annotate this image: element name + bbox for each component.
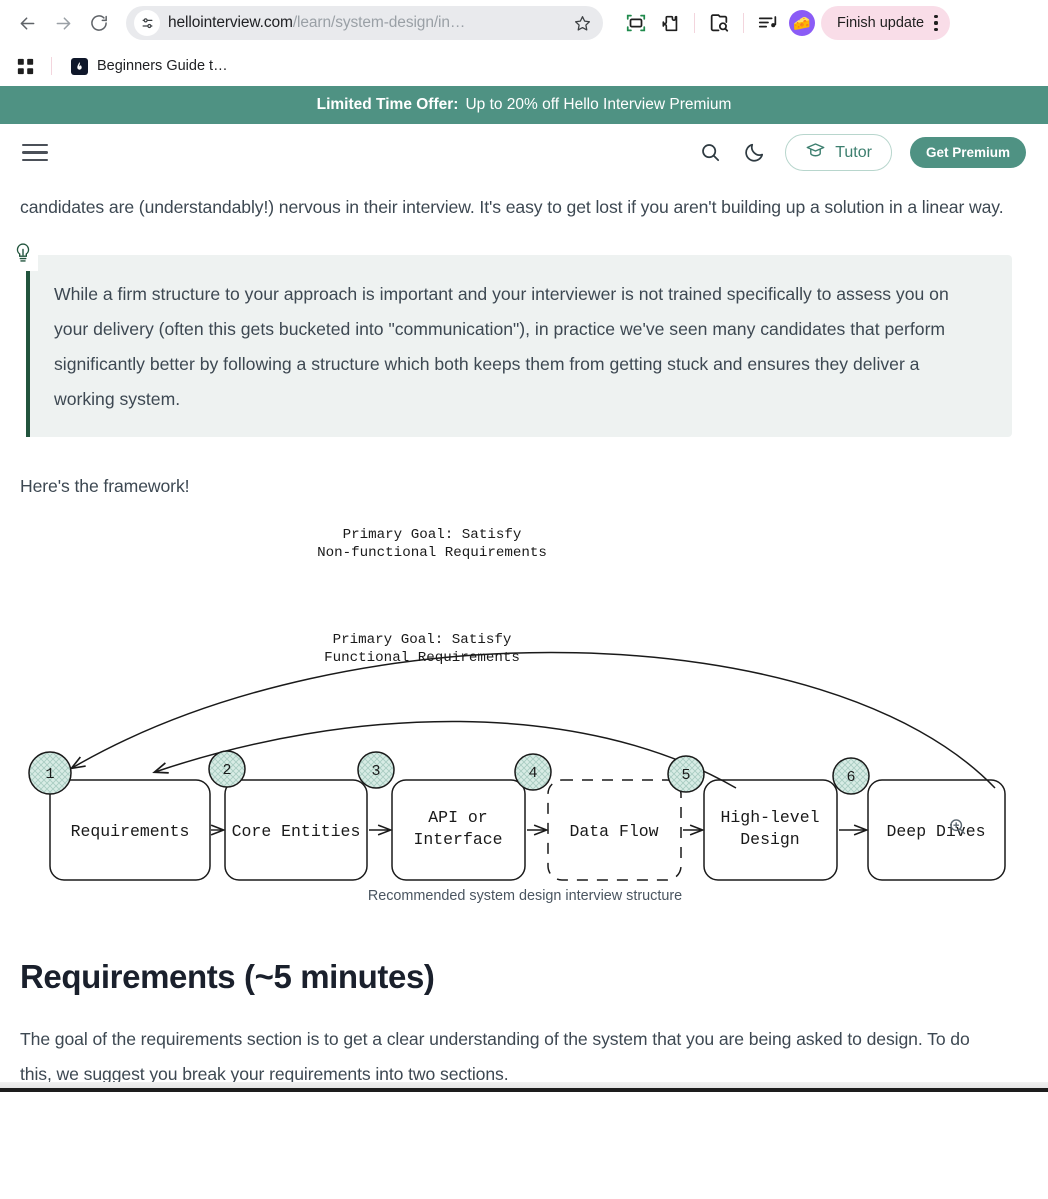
address-bar[interactable]: hellointerview.com/learn/system-design/i… (126, 6, 603, 40)
promo-label: Up to 20% off Hello Interview Premium (465, 96, 732, 113)
framework-diagram[interactable]: 1 2 3 4 5 6 Requirements Core Entities A… (20, 516, 1028, 916)
intro-paragraph: candidates are (understandably!) nervous… (20, 197, 1004, 217)
get-premium-button[interactable]: Get Premium (909, 137, 1026, 168)
tutor-button[interactable]: Tutor (785, 134, 892, 171)
window-bottom-bar (0, 1082, 1048, 1092)
profile-avatar[interactable]: 🧀 (789, 10, 815, 36)
url-path: /learn/system-design/in… (292, 14, 466, 31)
step-label-1: Requirements (71, 822, 190, 841)
toolbar-divider-2 (743, 13, 744, 33)
apps-grid-icon[interactable] (12, 53, 38, 79)
browser-chrome: hellointerview.com/learn/system-design/i… (0, 0, 1048, 86)
browser-toolbar: hellointerview.com/learn/system-design/i… (0, 0, 1048, 46)
step-label-2: Core Entities (232, 822, 361, 841)
graduation-cap-icon (805, 140, 826, 166)
search-icon[interactable] (697, 140, 723, 166)
step-number-1: 1 (45, 766, 54, 783)
toolbar-divider (694, 13, 695, 33)
back-button[interactable] (10, 6, 44, 40)
finish-update-button[interactable]: Finish update (821, 6, 951, 40)
step-label-3a: API or (428, 808, 487, 827)
step-number-4: 4 (528, 765, 537, 782)
step-label-5a: High-level (720, 808, 819, 827)
annotation-functional-line1: Primary Goal: Satisfy (333, 632, 512, 648)
bookmarks-bar: Beginners Guide t… (0, 46, 1048, 86)
site-info-icon[interactable] (134, 10, 160, 36)
diagram-caption: Recommended system design interview stru… (367, 888, 683, 904)
tutor-label: Tutor (835, 143, 872, 161)
moon-dark-mode-icon[interactable] (741, 140, 767, 166)
annotation-nonfunctional-line1: Primary Goal: Satisfy (343, 527, 522, 543)
web-page: Limited Time Offer: Up to 20% off Hello … (0, 86, 1048, 1092)
step-number-2: 2 (222, 762, 231, 779)
get-premium-label: Get Premium (925, 145, 1010, 160)
tip-callout: While a firm structure to your approach … (8, 237, 1028, 437)
three-dot-menu-icon[interactable] (926, 10, 946, 36)
step-label-5b: Design (740, 830, 799, 849)
step-number-3: 3 (371, 763, 380, 780)
site-header-actions: Tutor Get Premium (697, 134, 1026, 171)
bookmark-item-beginners-guide[interactable]: Beginners Guide t… (65, 55, 234, 78)
promo-banner[interactable]: Limited Time Offer: Up to 20% off Hello … (0, 86, 1048, 124)
step-label-6: Deep Dives (886, 822, 985, 841)
bookmark-divider (51, 57, 52, 75)
callout-box: While a firm structure to your approach … (26, 255, 1012, 437)
diagram-svg: 1 2 3 4 5 6 Requirements Core Entities A… (28, 527, 1006, 881)
annotation-functional-line2: Functional Requirements (324, 650, 520, 666)
hello-interview-flame-icon (71, 57, 88, 75)
step-number-5: 5 (681, 767, 690, 784)
bookmark-label: Beginners Guide t… (97, 58, 228, 74)
url-text: hellointerview.com/learn/system-design/i… (168, 14, 563, 32)
step-label-4: Data Flow (569, 822, 658, 841)
page-title: Requirements (~5 minutes) (20, 958, 435, 995)
star-icon[interactable] (571, 12, 593, 34)
requirements-paragraph: The goal of the requirements section is … (20, 1029, 970, 1084)
article-content: candidates are (understandably!) nervous… (0, 182, 1048, 1092)
forward-button[interactable] (46, 6, 80, 40)
finish-update-label: Finish update (837, 15, 925, 31)
extensions-puzzle-icon[interactable] (653, 6, 687, 40)
annotation-nonfunctional-line2: Non-functional Requirements (317, 545, 547, 561)
callout-text: While a firm structure to your approach … (54, 284, 949, 409)
zoom-in-magnifier-icon[interactable] (947, 816, 968, 842)
window-bottom-edge (0, 1088, 1048, 1092)
screen-capture-icon[interactable] (619, 6, 653, 40)
site-header: Tutor Get Premium (0, 124, 1048, 182)
toolbar-icons: 🧀 Finish update (619, 6, 951, 40)
step-label-3b: Interface (413, 830, 502, 849)
lightbulb-icon (8, 237, 38, 271)
media-playlist-icon[interactable] (751, 6, 785, 40)
promo-bold-label: Limited Time Offer: (316, 96, 459, 113)
hamburger-menu-icon[interactable] (22, 142, 48, 164)
url-domain: hellointerview.com (168, 14, 293, 31)
framework-intro-line: Here's the framework! (20, 476, 190, 496)
step-number-6: 6 (846, 769, 855, 786)
search-in-page-icon[interactable] (702, 6, 736, 40)
reload-button[interactable] (82, 6, 116, 40)
